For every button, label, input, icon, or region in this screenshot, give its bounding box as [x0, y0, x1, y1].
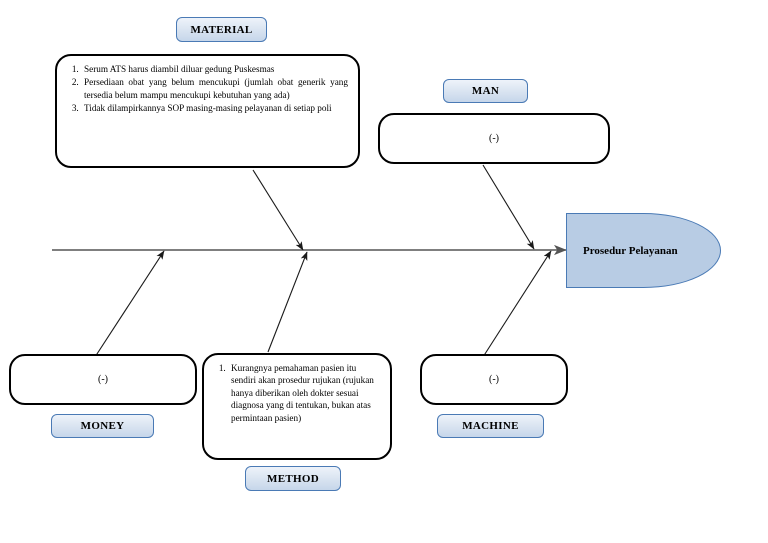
cause-item: Kurangnya pemahaman pasien itu sendiri a… [228, 362, 380, 424]
category-label-material-text: MATERIAL [190, 23, 253, 36]
rib-money [94, 250, 165, 358]
category-label-method[interactable]: METHOD [245, 466, 341, 491]
cause-box-machine[interactable]: (-) [420, 354, 568, 405]
cause-list-material: Serum ATS harus diambil diluar gedung Pu… [57, 56, 358, 120]
category-label-method-text: METHOD [267, 472, 319, 485]
cause-box-machine-marker: (-) [489, 374, 499, 385]
rib-material [252, 169, 304, 251]
effect-head-shape[interactable]: Prosedur Pelayanan [566, 213, 721, 288]
category-label-money[interactable]: MONEY [51, 414, 154, 438]
cause-box-man[interactable]: (-) [378, 113, 610, 164]
cause-item: Tidak dilampirkannya SOP masing-masing p… [81, 102, 348, 114]
cause-item: Serum ATS harus diambil diluar gedung Pu… [81, 63, 348, 75]
category-label-machine[interactable]: MACHINE [437, 414, 544, 438]
category-label-man-text: MAN [471, 85, 500, 97]
cause-box-method[interactable]: Kurangnya pemahaman pasien itu sendiri a… [202, 353, 392, 460]
category-label-man[interactable]: MAN [443, 79, 528, 103]
cause-box-material[interactable]: Serum ATS harus diambil diluar gedung Pu… [55, 54, 360, 168]
category-label-material[interactable]: MATERIAL [176, 17, 267, 42]
cause-list-method: Kurangnya pemahaman pasien itu sendiri a… [204, 355, 390, 429]
effect-head-label: Prosedur Pelayanan [583, 244, 678, 257]
category-label-money-text: MONEY [80, 420, 125, 432]
rib-method [267, 251, 308, 353]
rib-man [482, 164, 535, 250]
cause-box-money[interactable]: (-) [9, 354, 197, 405]
category-label-machine-text: MACHINE [462, 420, 519, 432]
cause-item: Persediaan obat yang belum mencukupi (ju… [81, 76, 348, 101]
cause-box-man-marker: (-) [489, 133, 499, 144]
cause-box-money-marker: (-) [98, 374, 108, 385]
rib-machine [482, 250, 552, 358]
